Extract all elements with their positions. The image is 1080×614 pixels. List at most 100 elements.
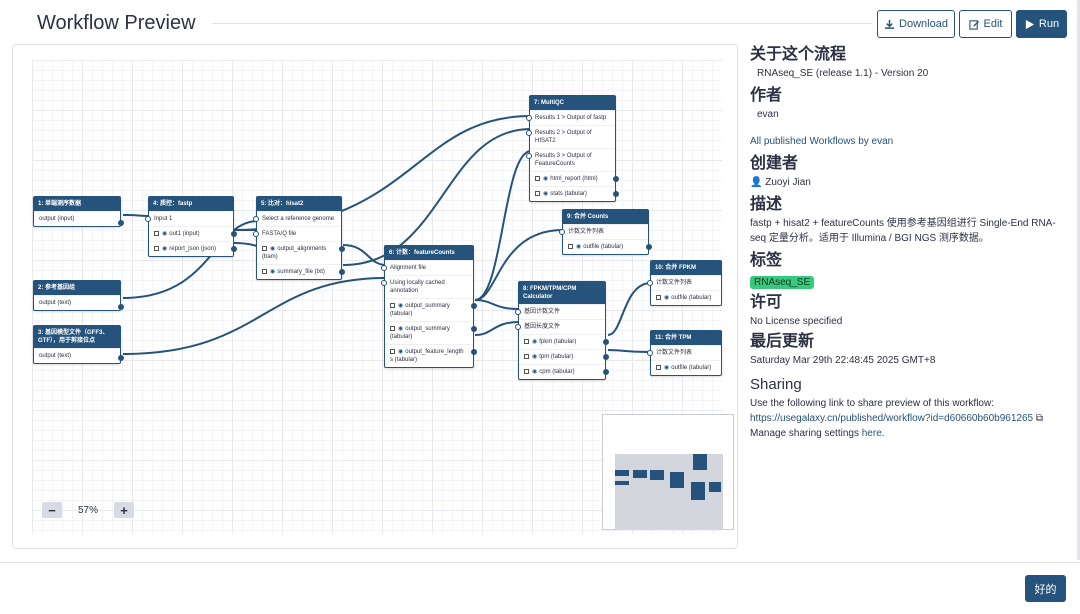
input-terminal[interactable] <box>381 265 387 271</box>
node-title: 5: 比对：hisat2 <box>257 197 341 211</box>
eye-icon[interactable]: ◉ <box>270 269 276 275</box>
workflow-node-7[interactable]: 7: MultiQC Results 1 > Output of fastp R… <box>526 95 619 202</box>
page-title: Workflow Preview <box>37 12 196 34</box>
workflow-node-1[interactable]: 1: 单端测序数据 output (input) <box>33 196 124 227</box>
output-checkbox[interactable] <box>262 245 267 251</box>
copy-icon[interactable]: ⧉ <box>1035 413 1043 424</box>
workflow-node-9[interactable]: 9: 合并 Counts 计数文件列表 ◉outfile (tabular) <box>559 209 652 255</box>
node-title: 7: MultiQC <box>530 96 615 110</box>
tag-badge[interactable]: RNAseq_SE <box>750 276 815 289</box>
output-terminal[interactable] <box>471 303 477 309</box>
node-title: 10: 合并 FPKM <box>651 261 721 275</box>
workflow-node-11[interactable]: 11: 合并 TPM 计数文件列表 ◉outfile (tabular) <box>647 330 722 376</box>
eye-icon[interactable]: ◉ <box>162 231 168 237</box>
output-checkbox[interactable] <box>390 325 395 331</box>
zoom-out-button[interactable]: − <box>42 502 62 518</box>
output-checkbox[interactable] <box>656 364 661 370</box>
eye-icon[interactable]: ◉ <box>664 365 670 371</box>
input-terminal[interactable] <box>253 231 259 237</box>
input-terminal[interactable] <box>515 324 521 330</box>
workflow-node-6[interactable]: 6: 计数：featureCounts Alignment file Using… <box>381 245 477 368</box>
output-checkbox[interactable] <box>535 190 540 196</box>
input-terminal[interactable] <box>381 280 387 286</box>
input-terminal[interactable] <box>526 115 532 121</box>
ok-button[interactable]: 好的 <box>1025 575 1066 602</box>
input-terminal[interactable] <box>515 309 521 315</box>
eye-icon[interactable]: ◉ <box>270 246 276 252</box>
output-terminal[interactable] <box>339 269 345 275</box>
node-title: 1: 单端测序数据 <box>34 197 120 211</box>
node-title: 11: 合并 TPM <box>651 331 721 345</box>
input-terminal[interactable] <box>253 216 259 222</box>
eye-icon[interactable]: ◉ <box>398 303 404 309</box>
output-terminal[interactable] <box>118 220 124 226</box>
eye-icon[interactable]: ◉ <box>532 339 538 345</box>
eye-icon[interactable]: ◉ <box>162 246 168 252</box>
output-terminal[interactable] <box>339 246 345 252</box>
input-terminal[interactable] <box>145 216 151 222</box>
eye-icon[interactable]: ◉ <box>543 191 549 197</box>
node-output: ◉summary_file (txt) <box>257 264 345 279</box>
output-checkbox[interactable] <box>535 175 540 181</box>
output-terminal[interactable] <box>646 244 652 250</box>
output-terminal[interactable] <box>118 304 124 310</box>
node-output: ◉fpkm (tabular) <box>519 334 609 349</box>
input-terminal[interactable] <box>526 130 532 136</box>
eye-icon[interactable]: ◉ <box>532 354 538 360</box>
node-input: Using locally cached annotation <box>381 275 473 298</box>
zoom-in-button[interactable]: + <box>114 502 134 518</box>
workflow-node-3[interactable]: 3: 基因模型文件（GFF3、GTF），用于剪接位点 output (text) <box>33 325 124 364</box>
workflow-node-8[interactable]: 8: FPKM/TPM/CPM Calculator 基因计数文件 基因长度文件… <box>515 281 609 380</box>
output-terminal[interactable] <box>613 191 619 197</box>
output-checkbox[interactable] <box>154 245 159 251</box>
output-terminal[interactable] <box>118 355 124 361</box>
eye-icon[interactable]: ◉ <box>532 369 538 375</box>
run-button[interactable]: Run <box>1016 10 1067 38</box>
input-terminal[interactable] <box>647 350 653 356</box>
published-workflows-link[interactable]: All published Workflows by evan <box>750 136 894 147</box>
output-terminal[interactable] <box>613 176 619 182</box>
workflow-node-2[interactable]: 2: 参考基因组 output (text) <box>33 280 124 311</box>
output-terminal[interactable] <box>603 339 609 345</box>
output-checkbox[interactable] <box>656 294 661 300</box>
minimap-node <box>670 472 684 488</box>
eye-icon[interactable]: ◉ <box>398 326 404 332</box>
eye-icon[interactable]: ◉ <box>543 176 549 182</box>
minimap[interactable] <box>602 414 734 530</box>
output-checkbox[interactable] <box>390 348 395 354</box>
workflow-node-5[interactable]: 5: 比对：hisat2 Select a reference genome F… <box>253 196 345 280</box>
output-checkbox[interactable] <box>154 230 159 236</box>
output-terminal[interactable] <box>603 369 609 375</box>
author-heading: 作者 <box>750 87 783 104</box>
output-checkbox[interactable] <box>524 338 529 344</box>
eye-icon[interactable]: ◉ <box>576 244 582 250</box>
edit-button[interactable]: Edit <box>959 10 1012 38</box>
input-terminal[interactable] <box>559 229 565 235</box>
download-icon <box>884 19 895 29</box>
input-terminal[interactable] <box>526 153 532 159</box>
workflow-node-10[interactable]: 10: 合并 FPKM 计数文件列表 ◉outfile (tabular) <box>647 260 722 306</box>
download-button[interactable]: Download <box>877 10 955 38</box>
output-checkbox[interactable] <box>524 353 529 359</box>
output-checkbox[interactable] <box>568 243 573 249</box>
manage-sharing-link[interactable]: here <box>861 428 882 439</box>
output-terminal[interactable] <box>231 246 237 252</box>
output-checkbox[interactable] <box>390 302 395 308</box>
output-checkbox[interactable] <box>262 268 267 274</box>
workflow-canvas[interactable]: 1: 单端测序数据 output (input) 2: 参考基因组 output… <box>12 44 738 549</box>
eye-icon[interactable]: ◉ <box>664 295 670 301</box>
scrollbar[interactable] <box>1077 0 1080 560</box>
node-input: Select a reference genome <box>253 211 341 226</box>
tags-heading: 标签 <box>750 252 783 269</box>
output-terminal[interactable] <box>471 326 477 332</box>
node-title: 6: 计数：featureCounts <box>385 246 473 260</box>
output-terminal[interactable] <box>231 231 237 237</box>
workflow-node-4[interactable]: 4: 质控：fastp Input 1 ◉out1 (input) ◉repor… <box>145 196 237 257</box>
output-checkbox[interactable] <box>524 368 529 374</box>
input-terminal[interactable] <box>647 280 653 286</box>
output-terminal[interactable] <box>603 354 609 360</box>
eye-icon[interactable]: ◉ <box>398 349 404 355</box>
minimap-viewport[interactable] <box>615 454 723 530</box>
sharing-link[interactable]: https://usegalaxy.cn/published/workflow?… <box>750 413 1034 424</box>
output-terminal[interactable] <box>471 349 477 355</box>
